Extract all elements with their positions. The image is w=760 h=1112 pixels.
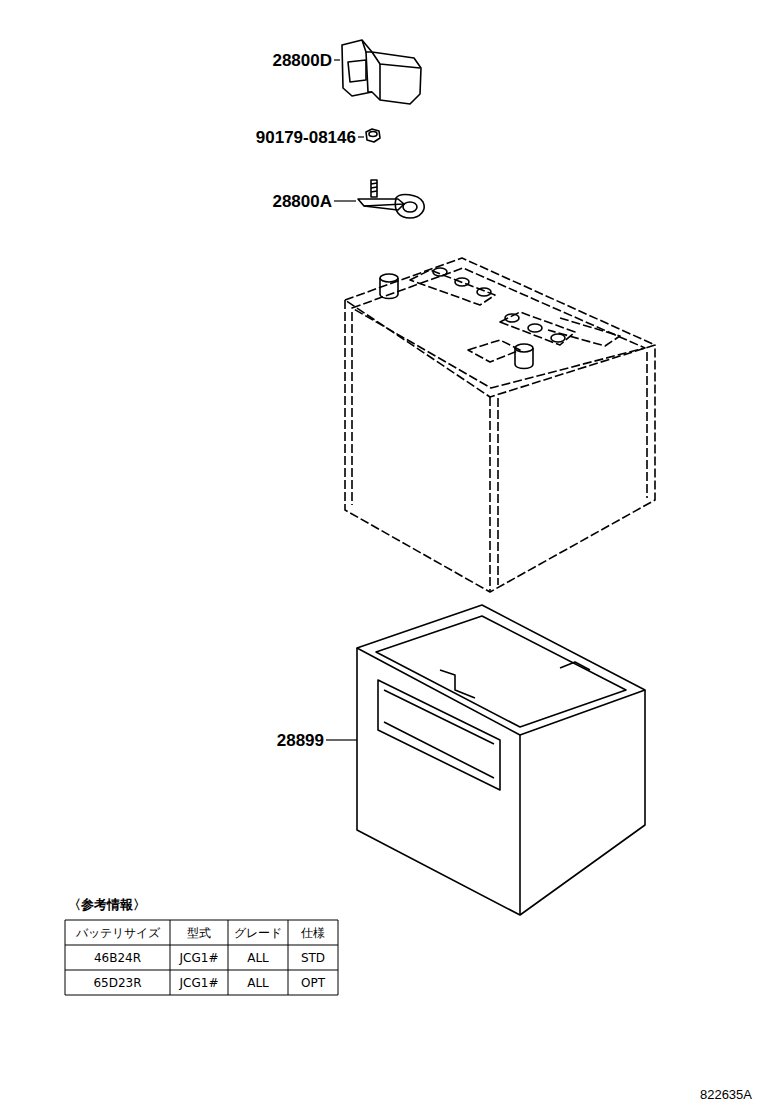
nut (366, 129, 380, 142)
part-number: 28800D (272, 52, 332, 69)
table-cell: JCG1# (180, 977, 219, 989)
table-header-cell: 型式 (187, 927, 211, 939)
table-cell: STD (301, 952, 325, 964)
part-number: 90179-08146 (256, 129, 356, 146)
table-heading: 〈参考情報〉 (68, 898, 146, 911)
table-cell: 46B24R (94, 952, 141, 964)
battery-terminals (380, 268, 565, 369)
part-number: 28800A (272, 193, 332, 210)
figure-code: 822635A (700, 1088, 752, 1101)
table-cell: JCG1# (180, 952, 219, 964)
battery-tray (357, 605, 645, 915)
table-cell: 65D23R (93, 977, 141, 989)
table-cell: ALL (247, 952, 269, 964)
table-header-cell: 仕様 (301, 927, 325, 939)
table-header-cell: グレード (234, 927, 282, 939)
table-cell: ALL (247, 977, 269, 989)
terminal-cover (342, 40, 421, 104)
part-number: 28899 (277, 732, 324, 749)
table-grid (65, 920, 338, 995)
table-cell: OPT (301, 977, 325, 989)
table-header-cell: バッテリサイズ (76, 927, 160, 939)
terminal-clamp (358, 180, 424, 218)
battery (345, 258, 655, 592)
